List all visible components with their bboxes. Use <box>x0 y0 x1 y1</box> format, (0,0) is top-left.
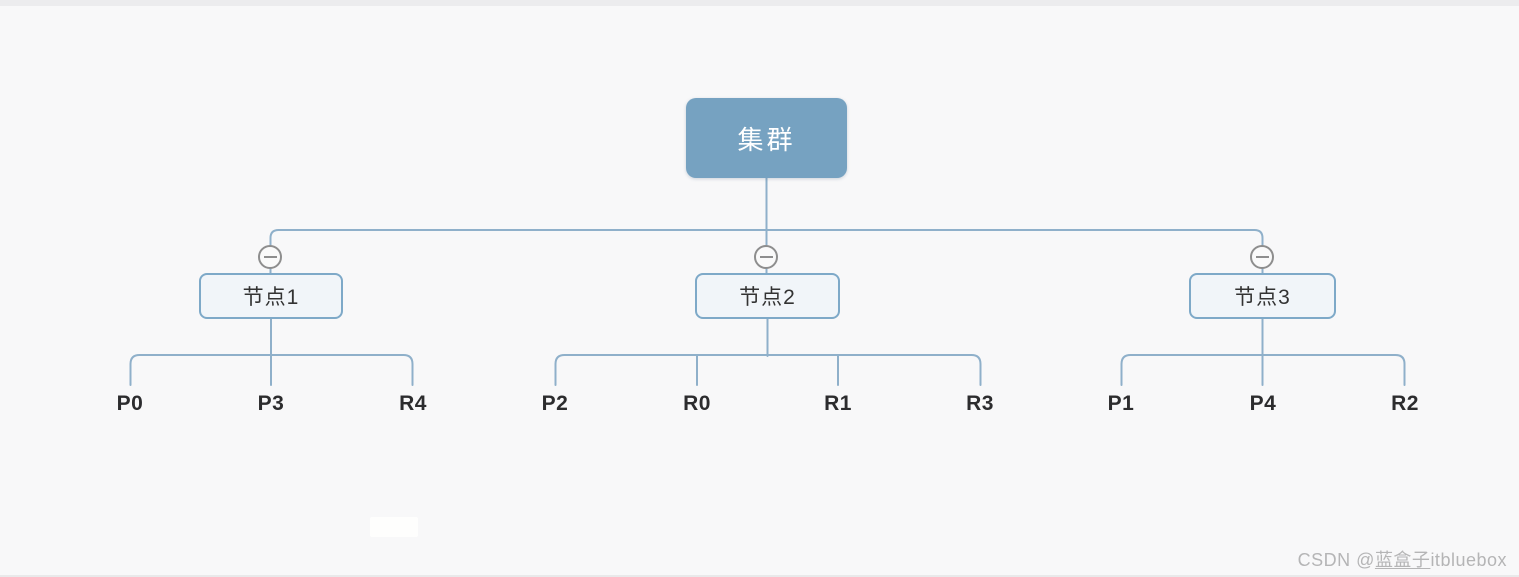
watermark-prefix: CSDN @ <box>1297 550 1375 570</box>
minus-icon <box>263 256 277 258</box>
leaf-node-r0[interactable]: R0 <box>683 392 711 415</box>
main-horizontal-line <box>269 229 1264 246</box>
bottom-edge-line <box>0 575 1519 577</box>
branch-node-1[interactable]: 节点1 <box>199 273 343 319</box>
watermark-username: 蓝盒子 <box>1374 550 1431 570</box>
branch-node-label: 节点1 <box>242 286 300 309</box>
node3-bracket <box>1120 354 1406 386</box>
collapse-toggle-node2[interactable] <box>754 245 778 269</box>
csdn-watermark: CSDN @蓝盒子itbluebox <box>1298 546 1507 572</box>
leaf-node-r3[interactable]: R3 <box>966 392 994 415</box>
leaf-node-r2[interactable]: R2 <box>1391 392 1419 415</box>
leaf-node-p4[interactable]: P4 <box>1249 392 1277 415</box>
leaf-node-r4[interactable]: R4 <box>399 392 427 415</box>
top-strip <box>0 0 1519 6</box>
root-node-cluster[interactable]: 集群 <box>686 98 847 178</box>
node1-bracket <box>129 354 414 386</box>
branch-node-label: 节点2 <box>739 286 796 309</box>
leaf-node-p3[interactable]: P3 <box>257 392 285 415</box>
collapse-toggle-node1[interactable] <box>258 245 282 269</box>
branch-node-label: 节点3 <box>1234 286 1291 309</box>
artifact-blob <box>370 517 418 537</box>
leaf-node-r1[interactable]: R1 <box>824 392 852 415</box>
node2-bracket <box>554 354 982 386</box>
branch-node-3[interactable]: 节点3 <box>1189 273 1336 319</box>
root-node-label: 集群 <box>737 124 796 155</box>
branch-node-2[interactable]: 节点2 <box>695 273 840 319</box>
minus-icon <box>1255 256 1269 258</box>
minus-icon <box>759 256 773 258</box>
leaf-node-p0[interactable]: P0 <box>116 392 144 415</box>
collapse-toggle-node3[interactable] <box>1250 245 1274 269</box>
watermark-suffix: itbluebox <box>1430 550 1507 570</box>
leaf-node-p1[interactable]: P1 <box>1107 392 1135 415</box>
leaf-node-p2[interactable]: P2 <box>541 392 569 415</box>
